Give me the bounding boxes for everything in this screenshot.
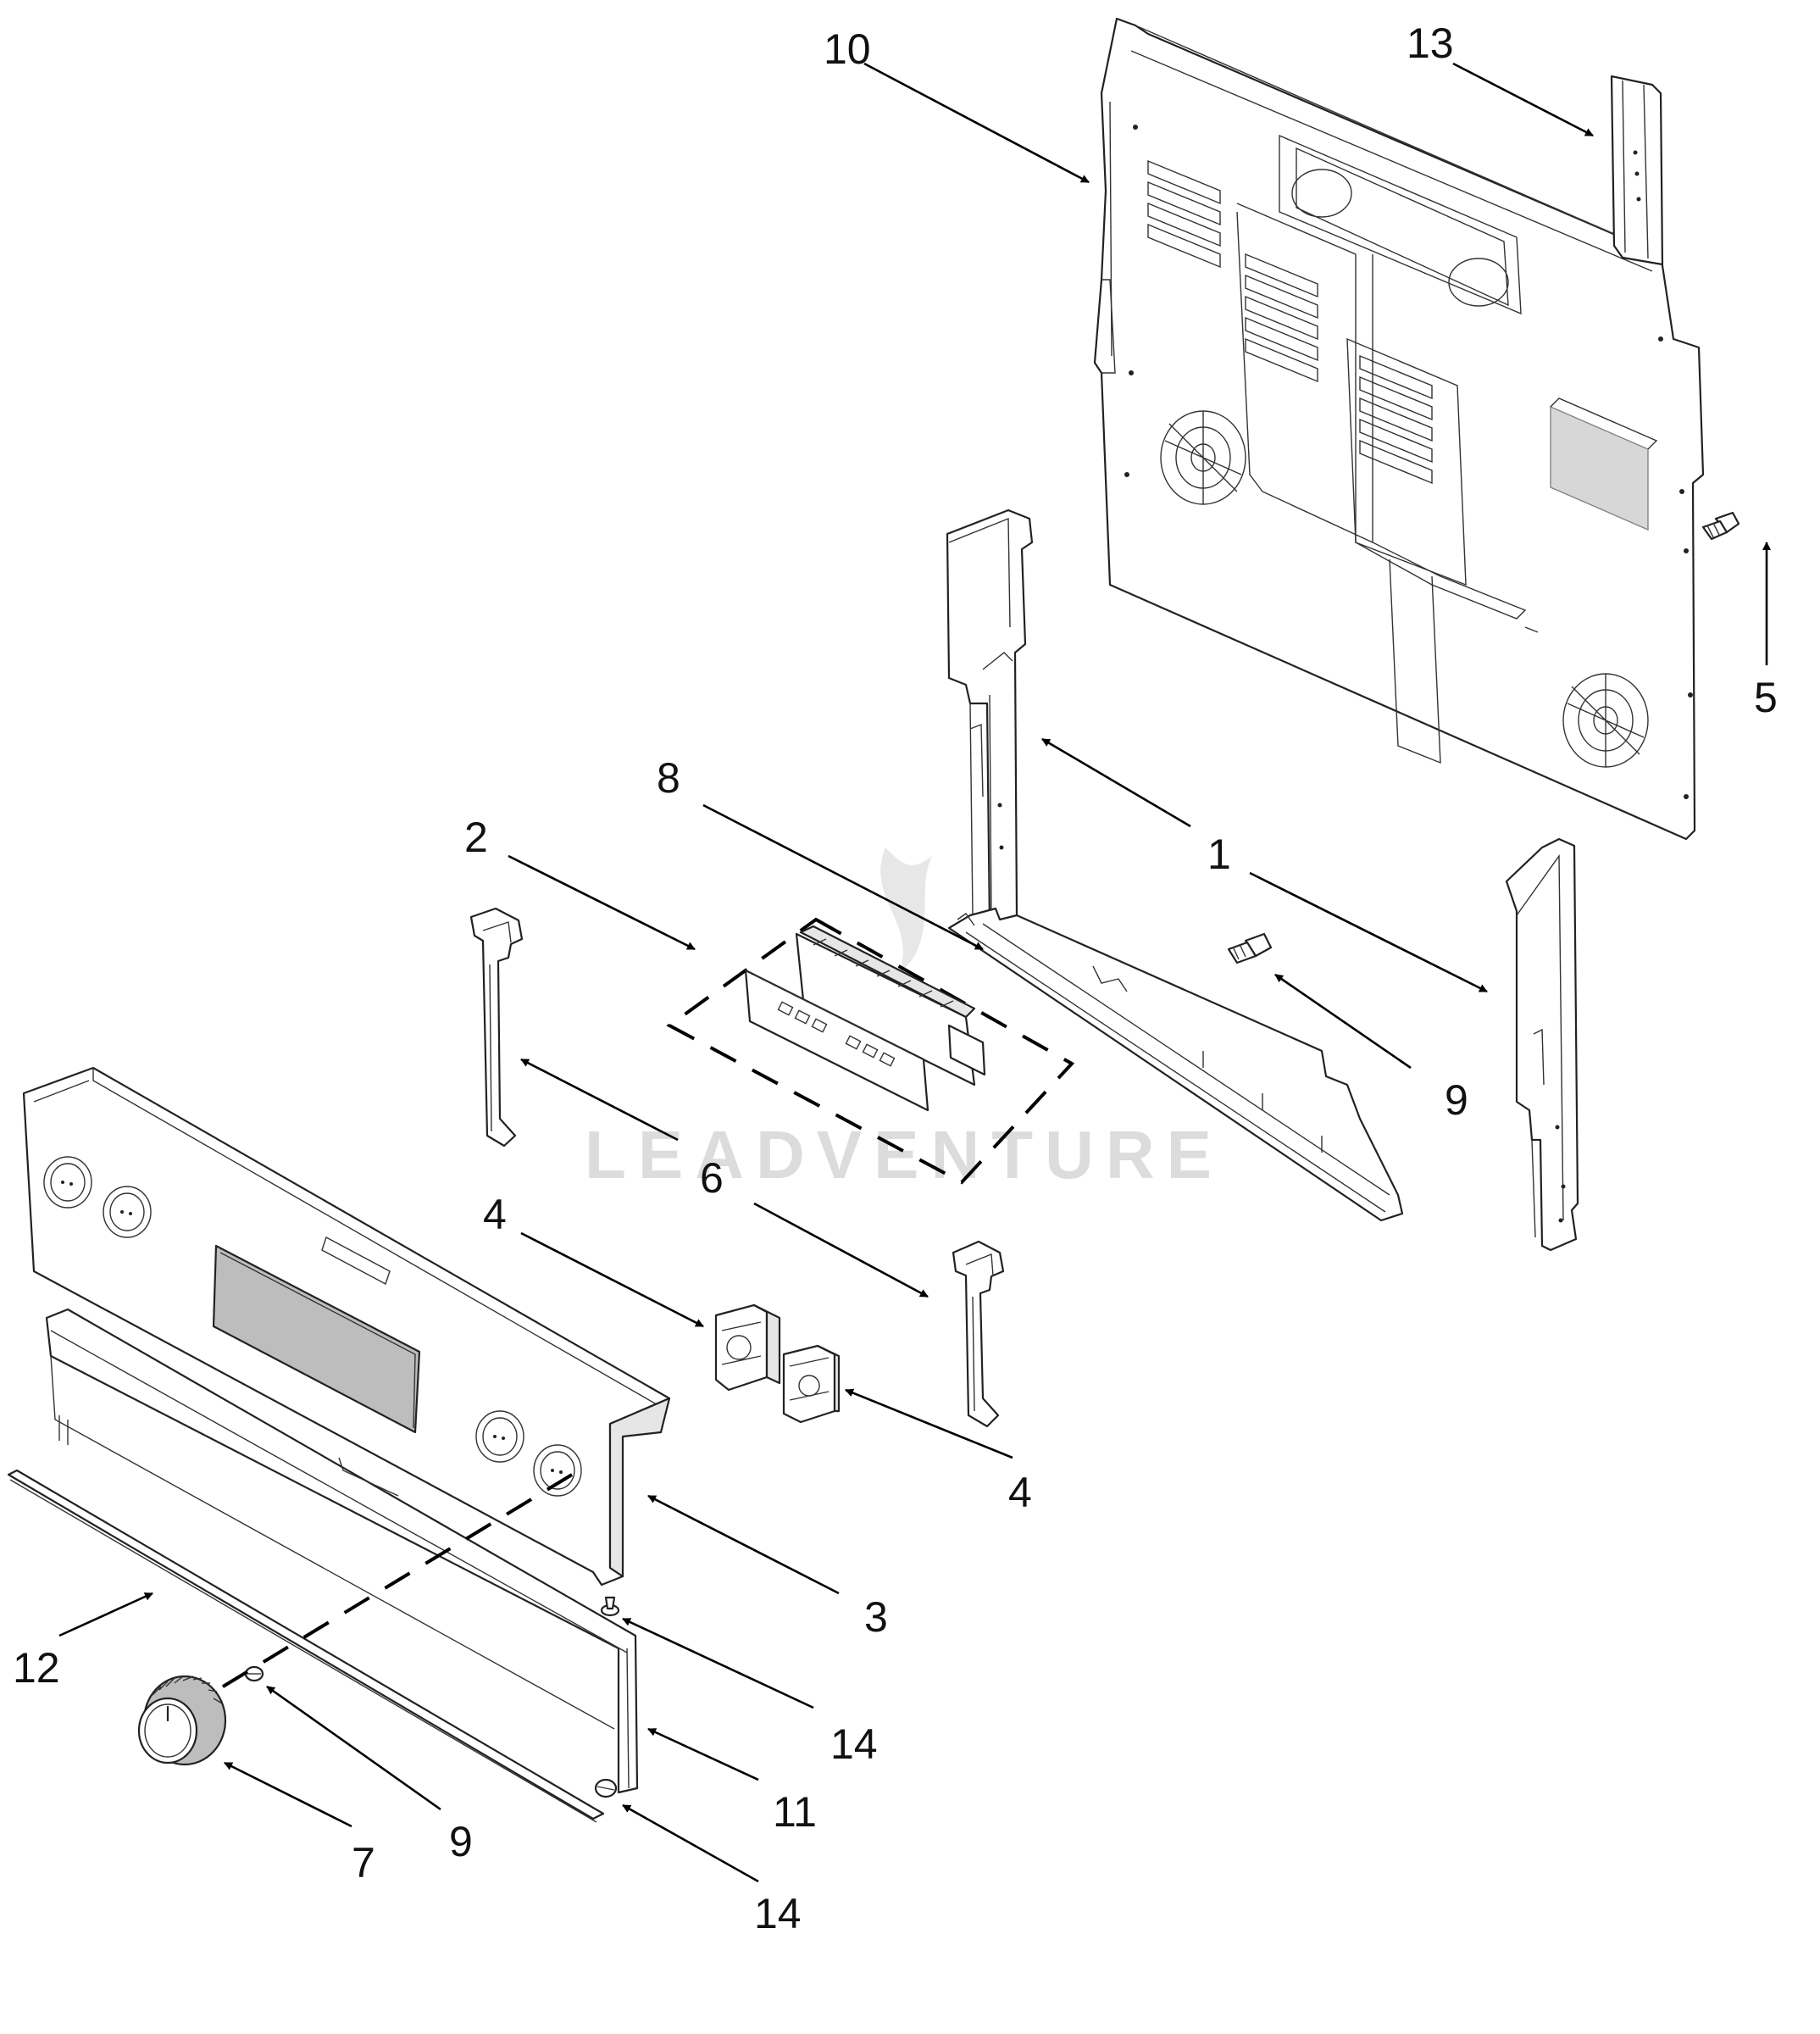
part-bracket-13 [1610,75,1664,266]
callout-14-upper: 14 [830,1720,878,1768]
callout-9-low: 9 [449,1818,473,1865]
callout-2: 2 [464,814,488,861]
part-screw-14-a [600,1596,620,1617]
part-bracket-6-left [469,907,524,1148]
callout-1: 1 [1207,831,1231,878]
part-side-bracket-right [1505,837,1579,1252]
callout-14-lower: 14 [754,1890,802,1937]
callout-5: 5 [1754,674,1778,721]
part-trim-11 [45,1308,639,1794]
callout-7: 7 [352,1839,375,1887]
callout-12: 12 [13,1644,60,1692]
part-screw-5 [1701,511,1740,541]
part-screw-9-low [244,1665,264,1682]
part-side-bracket-left [946,508,1034,927]
part-console-panel-3 [22,1066,671,1587]
assembly-dash-line [210,1473,574,1695]
part-control-board-2 [666,917,1075,1185]
part-knob-7 [137,1675,227,1766]
callout-3: 3 [864,1593,888,1641]
callout-6: 6 [700,1154,724,1202]
part-screw-9-mid [1227,932,1273,964]
callout-8: 8 [657,754,680,802]
part-switch-4-b [782,1344,841,1424]
watermark: LEADVENTURE [585,848,1224,1192]
callout-13: 13 [1407,19,1454,67]
callout-4-lower: 4 [1008,1469,1032,1516]
watermark-text: LEADVENTURE [585,1117,1224,1192]
leader-lines [58,62,1771,1883]
part-bracket-6-right [952,1240,1005,1428]
part-back-panel [1093,17,1705,841]
callout-numbers: 10 13 5 8 1 2 9 6 4 4 3 12 14 11 9 7 14 [13,19,1778,1937]
callout-9-mid: 9 [1445,1076,1468,1124]
callout-4-upper: 4 [483,1191,507,1238]
callout-10: 10 [824,25,871,73]
part-screw-14-b [594,1778,618,1798]
part-channel-8 [947,907,1404,1222]
part-switch-4-a [714,1303,781,1392]
part-strip-12 [7,1469,605,1823]
callout-11: 11 [773,1788,817,1836]
